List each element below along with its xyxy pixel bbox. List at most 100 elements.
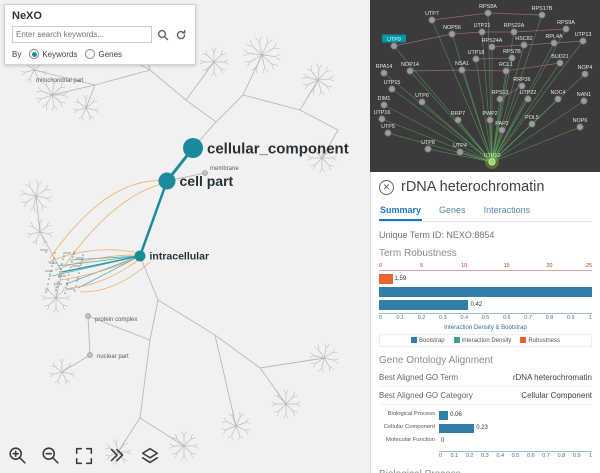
radio-keywords[interactable]: Keywords <box>29 49 77 59</box>
network-node-NOC4[interactable]: NOC4 <box>551 90 566 103</box>
tree-cluster-node[interactable] <box>45 251 47 253</box>
tree-cluster-node[interactable] <box>63 255 65 257</box>
tree-node-intracellular[interactable] <box>134 250 146 262</box>
network-node-UTP18[interactable]: UTP18 <box>468 50 485 63</box>
tree-cluster-node[interactable] <box>53 257 55 259</box>
tree-cluster-node[interactable] <box>74 290 76 292</box>
tree-cluster-node[interactable] <box>65 287 67 289</box>
tree-cluster-node[interactable] <box>79 267 81 269</box>
tree-cluster-node[interactable] <box>69 269 71 271</box>
network-node-UTP15[interactable]: UTP15 <box>384 80 401 93</box>
network-node-UTP8[interactable]: UTP8 <box>421 140 435 153</box>
tree-cluster-node[interactable] <box>64 292 66 294</box>
close-icon[interactable]: ✕ <box>379 179 394 195</box>
network-node-UTP21[interactable]: UTP21 <box>474 23 491 36</box>
tree-cluster-node[interactable] <box>81 259 83 261</box>
network-node-RPS8A[interactable]: RPS8A <box>479 4 497 17</box>
tree-cluster-node[interactable] <box>49 275 51 277</box>
search-icon[interactable] <box>156 28 170 42</box>
tab-interactions[interactable]: Interactions <box>483 205 531 215</box>
network-node-UTP5[interactable]: UTP5 <box>381 124 395 137</box>
tree-cluster-node[interactable] <box>73 253 75 255</box>
tree-cluster-node[interactable] <box>54 252 56 254</box>
network-node-RPS24A[interactable]: RPS24A <box>482 38 503 51</box>
tree-cluster-node[interactable] <box>59 271 61 273</box>
tree-cluster-node[interactable] <box>58 276 60 278</box>
network-node-POL5[interactable]: POL5 <box>525 115 539 128</box>
network-node-RRP7[interactable]: RRP7 <box>451 111 465 124</box>
tree-cluster-node[interactable] <box>80 262 82 264</box>
tree-cluster-node[interactable] <box>56 286 58 288</box>
zoom-in-button[interactable] <box>6 444 30 468</box>
layers-button[interactable] <box>138 444 162 468</box>
radio-genes[interactable]: Genes <box>85 49 122 59</box>
tree-cluster-node[interactable] <box>47 283 49 285</box>
tree-cluster-node[interactable] <box>77 277 79 279</box>
network-node-NAN1[interactable]: NAN1 <box>577 92 591 105</box>
network-node-RPS7B[interactable]: RPS7B <box>503 49 521 62</box>
tree-cluster-node[interactable] <box>48 278 50 280</box>
network-node-RPS22A[interactable]: RPS22A <box>504 23 525 36</box>
tree-cluster-node[interactable] <box>66 284 68 286</box>
network-node-RPS13[interactable]: RPS13 <box>491 90 509 103</box>
tree-label-protein-complex[interactable]: protein complex <box>95 317 137 323</box>
network-node-NOP14[interactable]: NOP14 <box>401 62 419 75</box>
tree-cluster-node[interactable] <box>70 266 72 268</box>
network-node-UTP22[interactable]: UTP22 <box>520 90 537 103</box>
radio-keywords-icon[interactable] <box>29 49 40 59</box>
tree-node-protein-complex[interactable] <box>85 313 91 319</box>
search-input[interactable] <box>12 26 152 43</box>
tree-node-cellular_component[interactable] <box>183 138 203 158</box>
tree-node-cell-part[interactable] <box>158 172 176 190</box>
network-node-UTP13[interactable]: UTP13 <box>575 32 592 45</box>
tree-cluster-node[interactable] <box>51 265 53 267</box>
reset-icon[interactable] <box>174 28 188 42</box>
network-node-RCL1[interactable]: RCL1 <box>499 62 513 75</box>
tree-cluster-node[interactable] <box>82 254 84 256</box>
fit-screen-button[interactable] <box>72 444 96 468</box>
tree-cluster-node[interactable] <box>55 289 57 291</box>
network-node-UTP6[interactable]: UTP6 <box>415 93 429 106</box>
tree-label-cell-part[interactable]: cell part <box>180 173 234 189</box>
network-node-RPL4A[interactable]: RPL4A <box>545 34 563 47</box>
network-node-UTP10[interactable]: UTP10 <box>484 153 501 169</box>
tree-cluster-node[interactable] <box>66 282 68 284</box>
network-node-BUD21[interactable]: BUD21 <box>551 54 569 67</box>
ontology-tree[interactable]: mitochondrial part membrane protein comple… <box>0 0 370 473</box>
tree-cluster-node[interactable] <box>60 268 62 270</box>
tree-cluster-node[interactable] <box>73 251 75 253</box>
network-node-NOP6[interactable]: NOP6 <box>573 118 588 131</box>
tree-label-cellular_component[interactable]: cellular_component <box>207 140 349 157</box>
network-node-UTP9[interactable]: UTP9 <box>382 34 406 50</box>
tree-label-membrane[interactable]: membrane <box>210 166 239 172</box>
tree-cluster-node[interactable] <box>71 261 73 263</box>
network-node-PAP2[interactable]: PAP2 <box>495 121 509 134</box>
tree-node-membrane[interactable] <box>202 170 208 176</box>
network-node-NSA1[interactable]: NSA1 <box>455 61 469 74</box>
network-node-RPA14[interactable]: RPA14 <box>376 64 393 77</box>
network-node-UTP16[interactable]: UTP16 <box>374 110 391 123</box>
network-node-RPS17B[interactable]: RPS17B <box>532 6 553 19</box>
zoom-out-button[interactable] <box>39 444 63 468</box>
tree-cluster-node[interactable] <box>76 280 78 282</box>
tree-cluster-node[interactable] <box>61 263 63 265</box>
tree-cluster-node[interactable] <box>46 288 48 290</box>
tree-cluster-node[interactable] <box>68 274 70 276</box>
tree-cluster-node[interactable] <box>45 291 47 293</box>
tree-cluster-node[interactable] <box>49 273 51 275</box>
tree-cluster-node[interactable] <box>59 273 61 275</box>
tree-cluster-node[interactable] <box>78 272 80 274</box>
network-node-UTP4[interactable]: UTP4 <box>453 143 467 156</box>
network-node-RPS9A[interactable]: RPS9A <box>557 20 575 33</box>
network-node-HSC82[interactable]: HSC82 <box>515 36 533 49</box>
tree-label-nuclear-part[interactable]: nuclear part <box>97 354 129 360</box>
tree-label-mitochondrial-part[interactable]: mitochondrial part <box>36 78 84 84</box>
tree-cluster-node[interactable] <box>75 285 77 287</box>
radio-genes-icon[interactable] <box>85 49 96 59</box>
network-node-DIM1[interactable]: DIM1 <box>378 96 391 109</box>
tree-cluster-node[interactable] <box>80 264 82 266</box>
expand-tree-button[interactable] <box>105 444 129 468</box>
tab-genes[interactable]: Genes <box>439 205 466 215</box>
network-node-RRP36[interactable]: RRP36 <box>513 77 531 90</box>
